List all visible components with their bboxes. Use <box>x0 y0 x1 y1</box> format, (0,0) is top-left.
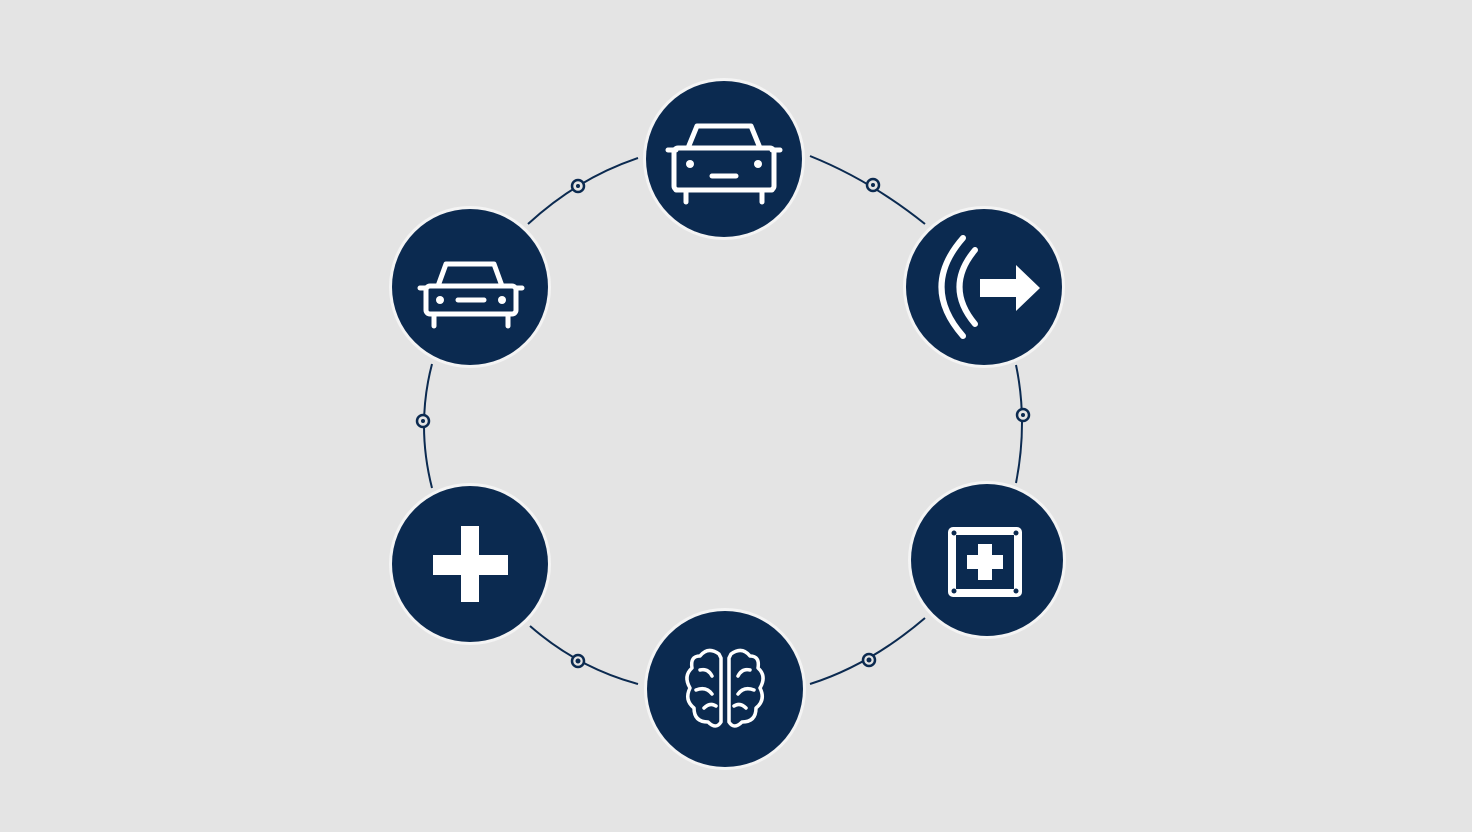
connector-bottom-to-lower-left <box>529 625 639 685</box>
node-upper-left <box>389 206 551 368</box>
brain-icon <box>685 648 765 728</box>
connector-upper-left-to-top <box>527 157 639 225</box>
node-bottom <box>644 608 806 770</box>
connector-upper-right-to-lower-right <box>1015 364 1031 484</box>
first-aid-box-icon <box>948 527 1022 597</box>
medical-cross-icon <box>433 526 508 602</box>
node-top <box>643 78 805 240</box>
connector-lower-right-to-bottom <box>809 617 926 685</box>
node-upper-right <box>903 206 1065 368</box>
node-lower-right <box>908 481 1066 639</box>
car-front-icon <box>665 123 783 205</box>
connector-layer <box>415 155 1031 685</box>
signal-arrow-icon <box>938 235 1040 339</box>
node-lower-left <box>389 483 551 645</box>
connector-top-to-upper-right <box>809 155 926 225</box>
car-front-icon <box>417 261 525 329</box>
connector-lower-left-to-upper-left <box>415 363 433 489</box>
